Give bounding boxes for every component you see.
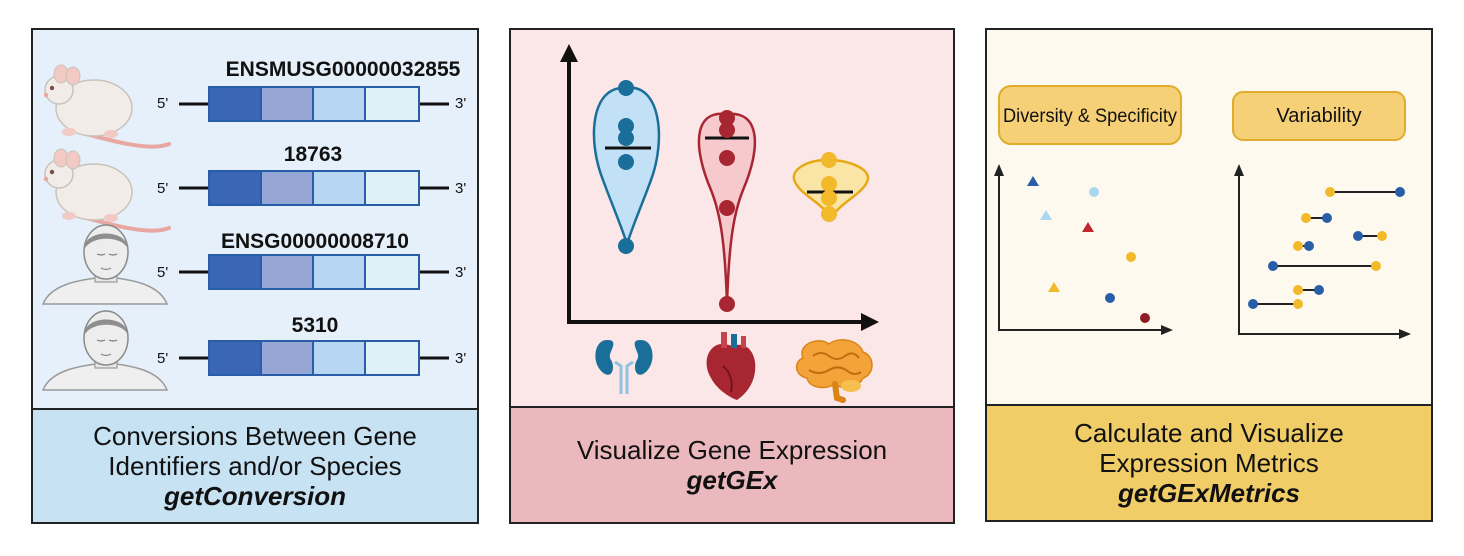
three-prime-label: 3' (455, 180, 466, 197)
three-prime-label: 3' (455, 350, 466, 367)
panel-gene-conversion: ENSMUSG00000032855 5' 3' 18763 5' 3' ENS… (31, 28, 479, 524)
gene-structure-bar (177, 253, 451, 291)
gene-structure-bar (177, 85, 451, 123)
data-point (821, 176, 837, 192)
scatter-point (1089, 187, 1099, 197)
mouse-icon (41, 147, 171, 233)
data-point (821, 152, 837, 168)
x-axis-arrow (1161, 325, 1173, 335)
scatter-point (1082, 222, 1094, 232)
scatter-point (1040, 210, 1052, 220)
y-axis-arrow (994, 164, 1004, 176)
x-axis-arrow (1399, 329, 1411, 339)
data-point (719, 122, 735, 138)
gene-conversion-caption: Conversions Between Gene Identifiers and… (33, 408, 477, 522)
five-prime-label: 5' (157, 95, 168, 112)
caption-line: Identifiers and/or Species (108, 451, 402, 481)
gene-expression-illustration (511, 30, 953, 408)
data-point (719, 150, 735, 166)
expression-metrics-illustration: Diversity & Specificity Variability (987, 30, 1431, 406)
scatter-point (1048, 282, 1060, 292)
dumbbell-row (1293, 285, 1324, 295)
function-name: getGExMetrics (1117, 478, 1301, 508)
five-prime-label: 5' (157, 264, 168, 281)
dumbbell-row (1325, 187, 1405, 197)
dumbbell-row (1293, 241, 1314, 251)
panel-gene-expression: Visualize Gene Expression getGEx (509, 28, 955, 524)
scatter-point (1126, 252, 1136, 262)
caption-line: Conversions Between Gene (93, 421, 417, 451)
dumbbell-row (1248, 299, 1303, 309)
gene-conversion-illustration: ENSMUSG00000032855 5' 3' 18763 5' 3' ENS… (33, 30, 477, 410)
y-axis-arrow (560, 44, 578, 62)
function-name: getGEx (686, 465, 778, 495)
x-axis-arrow (861, 313, 879, 331)
badge-label: Diversity & Specificity (1003, 106, 1177, 127)
badge-label: Variability (1276, 105, 1361, 127)
data-point (719, 110, 735, 126)
human-icon (42, 224, 168, 305)
gene-id-label: ENSMUSG00000032855 (226, 58, 461, 81)
five-prime-label: 5' (157, 180, 168, 197)
caption-line: Visualize Gene Expression (576, 435, 888, 465)
gene-id-label: 5310 (292, 314, 339, 337)
violin-plot-svg (560, 44, 879, 403)
data-point (618, 238, 634, 254)
human-icon (42, 310, 168, 391)
heart-icon (706, 332, 756, 400)
data-point (618, 130, 634, 146)
caption-line: Calculate and Visualize (1074, 418, 1344, 448)
brain-icon (795, 339, 873, 403)
data-point (618, 154, 634, 170)
data-point (618, 80, 634, 96)
three-prime-label: 3' (455, 95, 466, 112)
kidney-icon (595, 340, 653, 394)
scatter-point (1027, 176, 1039, 186)
three-prime-label: 3' (455, 264, 466, 281)
gene-structure-bar (177, 339, 451, 377)
scatter-point (1105, 293, 1115, 303)
scatter-point (1140, 313, 1150, 323)
gene-rows-svg: ENSMUSG00000032855 5' 3' 18763 5' 3' ENS… (41, 58, 466, 391)
y-axis-arrow (1234, 164, 1244, 176)
gene-id-label: ENSG00000008710 (221, 230, 409, 253)
gene-structure-bar (177, 169, 451, 207)
function-name: getConversion (163, 481, 347, 511)
variability-badge (1232, 91, 1406, 141)
dumbbell-row (1268, 261, 1381, 271)
dumbbell-row (1353, 231, 1387, 241)
gene-expression-caption: Visualize Gene Expression getGEx (511, 406, 953, 522)
dumbbell-row (1301, 213, 1332, 223)
gene-id-label: 18763 (284, 143, 342, 166)
data-point (821, 206, 837, 222)
five-prime-label: 5' (157, 350, 168, 367)
diversity-specificity-badge (998, 85, 1182, 145)
data-point (719, 296, 735, 312)
data-point (618, 118, 634, 134)
panel-expression-metrics: Diversity & Specificity Variability (985, 28, 1433, 522)
expression-metrics-caption: Calculate and Visualize Expression Metri… (987, 404, 1431, 520)
data-point (821, 190, 837, 206)
data-point (719, 200, 735, 216)
mouse-icon (41, 63, 171, 149)
metrics-plots-svg: Diversity & Specificity Variability (994, 85, 1411, 339)
caption-line: Expression Metrics (1099, 448, 1319, 478)
